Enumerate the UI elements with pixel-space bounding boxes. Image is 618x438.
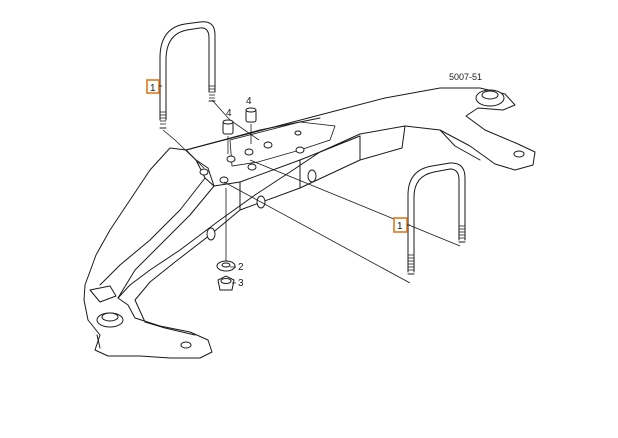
callout-1-left-label: 1 <box>150 83 156 94</box>
callout-1-left: 1 <box>146 79 162 94</box>
part-label-3: 3 <box>238 278 244 289</box>
spacer-parts <box>222 107 257 135</box>
u-bolt-left <box>159 21 216 129</box>
beam-holes <box>199 130 317 241</box>
right-spring-seat <box>475 89 525 158</box>
callout-1-right: 1 <box>393 217 410 233</box>
u-bolt-right <box>407 162 466 275</box>
leader-lines <box>162 99 461 284</box>
axle-beam <box>84 87 536 301</box>
part-label-4b: 4 <box>246 96 252 107</box>
reference-code: 5007-51 <box>449 72 482 82</box>
part-label-2: 2 <box>238 262 244 273</box>
washer-and-nut <box>216 260 236 291</box>
callout-1-right-label: 1 <box>397 221 403 232</box>
left-spring-seat <box>83 284 213 359</box>
part-label-4a: 4 <box>226 108 232 119</box>
